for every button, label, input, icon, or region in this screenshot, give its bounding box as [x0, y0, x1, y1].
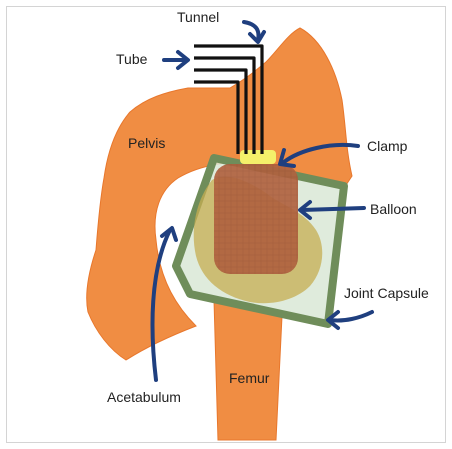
balloon-arrow [302, 208, 364, 210]
label-acetabulum: Acetabulum [107, 389, 181, 405]
label-balloon: Balloon [370, 201, 417, 217]
balloon [214, 164, 298, 274]
label-tube: Tube [116, 51, 148, 67]
label-pelvis: Pelvis [128, 135, 165, 151]
label-clamp: Clamp [367, 138, 408, 154]
label-joint-capsule: Joint Capsule [344, 285, 429, 301]
label-femur: Femur [229, 370, 270, 386]
label-tunnel: Tunnel [177, 9, 219, 25]
